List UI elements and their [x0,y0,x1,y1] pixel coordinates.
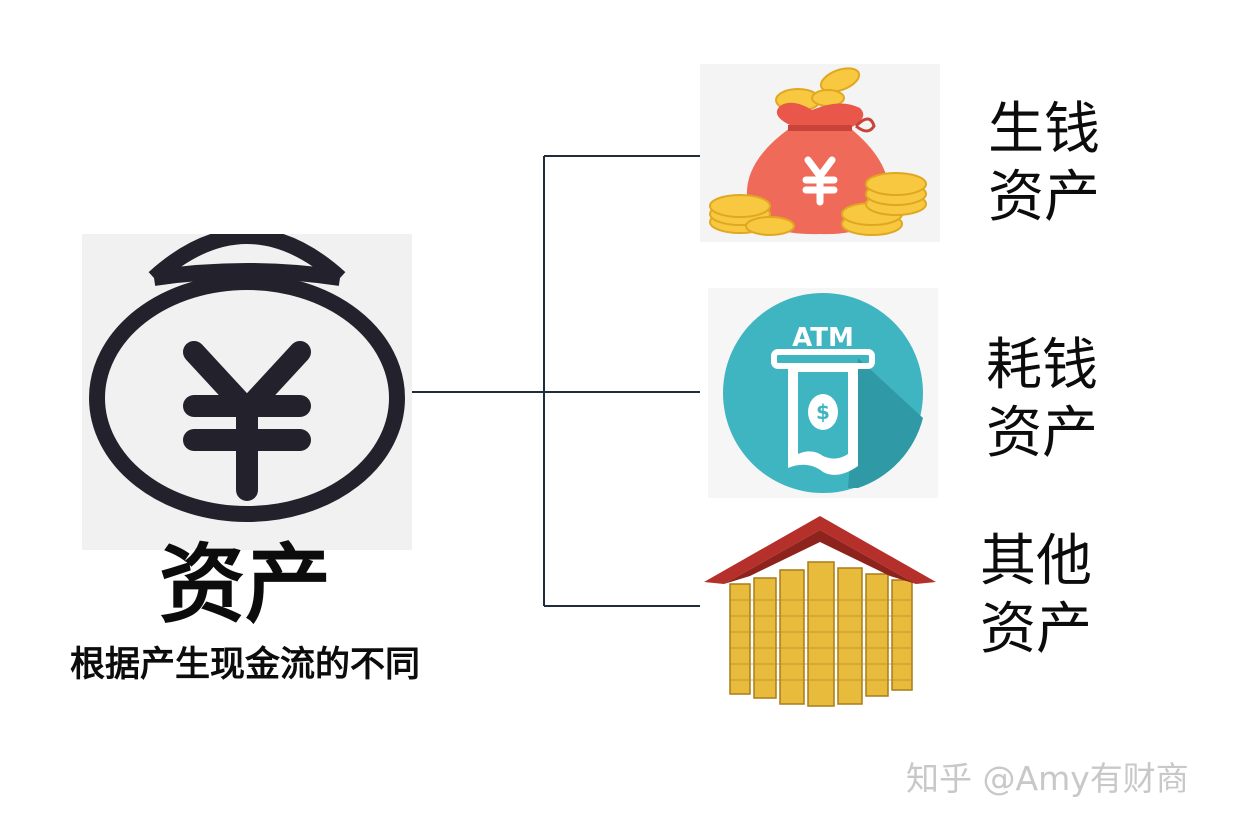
category-label-line1: 生钱 [988,97,1100,162]
category-label-other: 其他 资产 [980,528,1092,664]
main-title: 资产 [159,534,331,635]
category-label-line2: 资产 [986,401,1098,466]
category-label-line2: 资产 [988,165,1100,230]
atm-cash-icon: ATM $ [708,288,938,498]
svg-text:$: $ [816,400,830,424]
category-label-line1: 耗钱 [986,333,1098,398]
category-label-line2: 资产 [980,597,1092,662]
category-label-money-consuming: 耗钱 资产 [986,332,1098,468]
money-bag-coins-icon [700,64,940,242]
money-bag-yuan-icon [82,228,412,550]
watermark: 知乎 @Amy有财商 [906,759,1189,798]
main-subtitle: 根据产生现金流的不同 [69,644,420,685]
category-label-money-generating: 生钱 资产 [988,96,1100,232]
coin-house-icon [700,512,942,710]
svg-text:ATM: ATM [792,323,854,353]
category-label-line1: 其他 [980,529,1092,594]
